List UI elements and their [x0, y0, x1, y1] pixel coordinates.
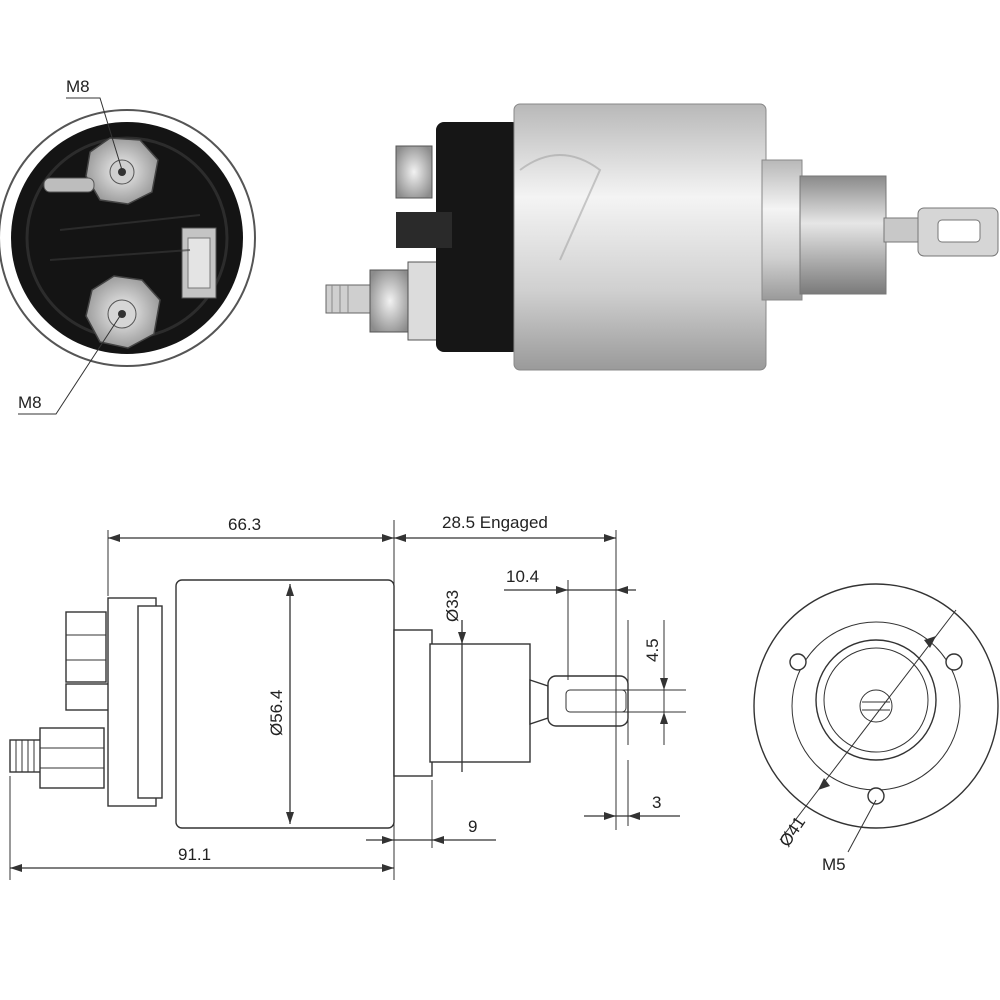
dim-dia-33: Ø33	[443, 590, 462, 622]
top-m8-label: M8	[66, 77, 90, 96]
dim-9: 9	[468, 817, 477, 836]
dim-66-3: 66.3	[228, 515, 261, 534]
dimension-drawing: 66.3 28.5 Engaged 10.4 Ø33 Ø56.4 4.5	[9, 513, 686, 880]
front-view-drawing: Ø41 M5	[753, 583, 999, 874]
dim-10-4: 10.4	[506, 567, 539, 586]
dim-4-5: 4.5	[643, 638, 662, 662]
side-view-photo	[325, 103, 999, 371]
dim-dia-56-4: Ø56.4	[267, 690, 286, 736]
dim-28-5-engaged: 28.5 Engaged	[442, 513, 548, 532]
bottom-m8-callout: M8	[18, 315, 121, 415]
dim-91-1: 91.1	[178, 845, 211, 864]
dim-dia-41: Ø41	[776, 813, 810, 850]
bottom-m8-label: M8	[18, 393, 42, 412]
end-view-photo	[0, 109, 256, 367]
m5-label: M5	[822, 855, 846, 874]
dim-3: 3	[652, 793, 661, 812]
spade-terminal	[181, 227, 217, 299]
top-m8-callout: M8	[66, 77, 123, 171]
bottom-terminal-nut	[85, 275, 161, 349]
top-terminal-nut	[43, 137, 159, 205]
